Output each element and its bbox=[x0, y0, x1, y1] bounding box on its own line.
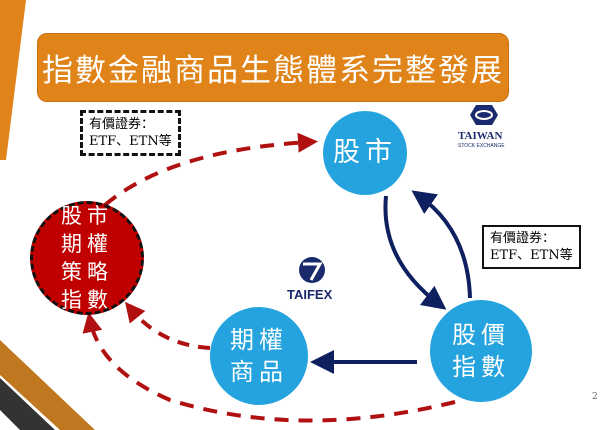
dashed-arrow-options-to-strategy bbox=[124, 301, 211, 350]
page-number: 2 bbox=[592, 392, 598, 402]
node-stock-market: 股市 bbox=[323, 111, 407, 195]
orange-stripe-top bbox=[0, 0, 26, 160]
node-label: 股市 bbox=[333, 137, 397, 168]
twse-logo-subtext: STOCK EXCHANGE bbox=[458, 143, 505, 149]
taifex-logo-icon bbox=[299, 257, 325, 283]
note-left: 有價證券： ETF、ETN等 bbox=[80, 110, 181, 156]
road-dark bbox=[0, 378, 55, 430]
arrow-index-to-market bbox=[411, 190, 472, 299]
twse-logo-text: TAIWAN bbox=[458, 130, 503, 142]
note-right: 有價證券： ETF、ETN等 bbox=[482, 225, 581, 269]
note-line: 有價證券： bbox=[490, 231, 556, 246]
twse-logo-icon bbox=[470, 105, 498, 125]
node-label: 策略 bbox=[61, 260, 113, 284]
arrow-market-to-index bbox=[383, 195, 447, 310]
note-line: ETF、ETN等 bbox=[490, 248, 573, 263]
node-label: 股市 bbox=[61, 204, 113, 228]
note-line: 有價證券： bbox=[89, 117, 155, 132]
page-title: 指數金融商品生態體系完整發展 bbox=[37, 33, 509, 102]
node-label: 期權 bbox=[61, 232, 113, 256]
road-stripe bbox=[0, 340, 95, 430]
node-label: 指數 bbox=[61, 288, 113, 312]
node-label: 商品 bbox=[230, 358, 288, 386]
node-label: 指數 bbox=[452, 353, 510, 381]
note-line: ETF、ETN等 bbox=[89, 134, 172, 149]
node-label: 股價 bbox=[452, 321, 510, 349]
node-strategy-index: 股市期權策略指數 bbox=[30, 201, 144, 315]
node-stock-index: 股價指數 bbox=[430, 300, 532, 402]
node-label: 期權 bbox=[230, 326, 288, 354]
node-options: 期權商品 bbox=[210, 307, 308, 405]
taifex-logo-text: TAIFEX bbox=[287, 287, 333, 302]
dashed-arrow-index-to-strategy bbox=[82, 312, 456, 423]
